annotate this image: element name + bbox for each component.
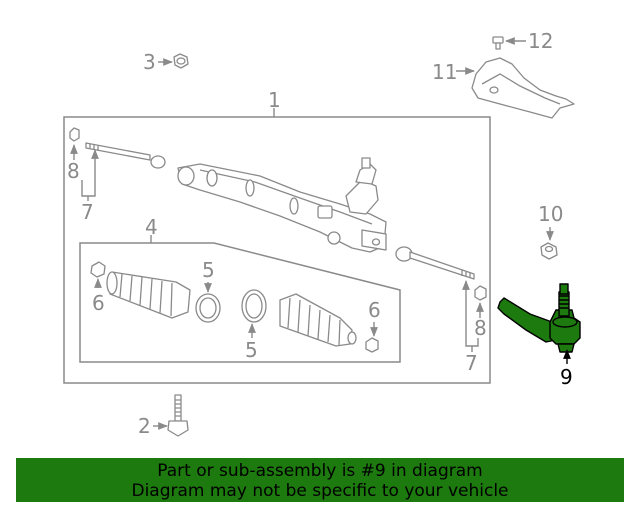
bolt-part-12[interactable] bbox=[492, 36, 504, 50]
banner-line-2: Diagram may not be specific to your vehi… bbox=[131, 481, 509, 501]
inner-tie-rod-right[interactable] bbox=[395, 246, 475, 280]
callout-9[interactable]: 9 bbox=[560, 365, 573, 389]
cap-part-8-left[interactable] bbox=[69, 127, 80, 142]
inner-tie-rod-left[interactable] bbox=[85, 142, 166, 169]
callout-4[interactable]: 4 bbox=[145, 215, 158, 239]
steering-rack-housing[interactable] bbox=[177, 157, 387, 253]
callout-3[interactable]: 3 bbox=[143, 50, 156, 74]
clamp-part-6-right[interactable] bbox=[365, 337, 379, 353]
assembly-frame bbox=[63, 116, 491, 384]
boot-right[interactable] bbox=[279, 293, 357, 347]
parts-diagram: 1 4 3 11 12 10 2 bbox=[63, 29, 581, 438]
callout-7-right[interactable]: 7 bbox=[465, 351, 478, 375]
callout-6-right[interactable]: 6 bbox=[368, 298, 381, 322]
callout-1[interactable]: 1 bbox=[268, 88, 281, 112]
boot-kit-frame bbox=[79, 242, 401, 363]
callout-11[interactable]: 11 bbox=[432, 60, 457, 84]
callout-6-left[interactable]: 6 bbox=[92, 291, 105, 315]
boot-left[interactable] bbox=[106, 271, 191, 319]
nut-part-3[interactable] bbox=[173, 53, 189, 69]
clamp-ring-part-5-lower[interactable] bbox=[241, 289, 267, 323]
banner-line-1: Part or sub-assembly is #9 in diagram bbox=[157, 461, 483, 481]
bolt-part-2[interactable] bbox=[167, 394, 189, 437]
callout-5-lower[interactable]: 5 bbox=[245, 338, 258, 362]
callout-10[interactable]: 10 bbox=[538, 202, 563, 226]
callout-12[interactable]: 12 bbox=[528, 29, 553, 53]
callout-8-right[interactable]: 8 bbox=[474, 316, 487, 340]
bracket-7-left bbox=[81, 149, 99, 197]
nut-part-10[interactable] bbox=[540, 242, 558, 260]
clamp-ring-part-5-upper[interactable] bbox=[195, 293, 221, 323]
clamp-part-6-left[interactable] bbox=[90, 261, 106, 278]
tie-rod-end-part-9[interactable] bbox=[497, 283, 581, 353]
callout-5-upper[interactable]: 5 bbox=[202, 258, 215, 282]
heat-shield-part-11[interactable] bbox=[471, 57, 575, 119]
callout-7-left[interactable]: 7 bbox=[81, 200, 94, 224]
callout-2[interactable]: 2 bbox=[138, 414, 151, 438]
cap-part-8-right[interactable] bbox=[474, 285, 487, 301]
info-banner: Part or sub-assembly is #9 in diagram Di… bbox=[16, 458, 624, 502]
callout-8-left[interactable]: 8 bbox=[67, 159, 80, 183]
